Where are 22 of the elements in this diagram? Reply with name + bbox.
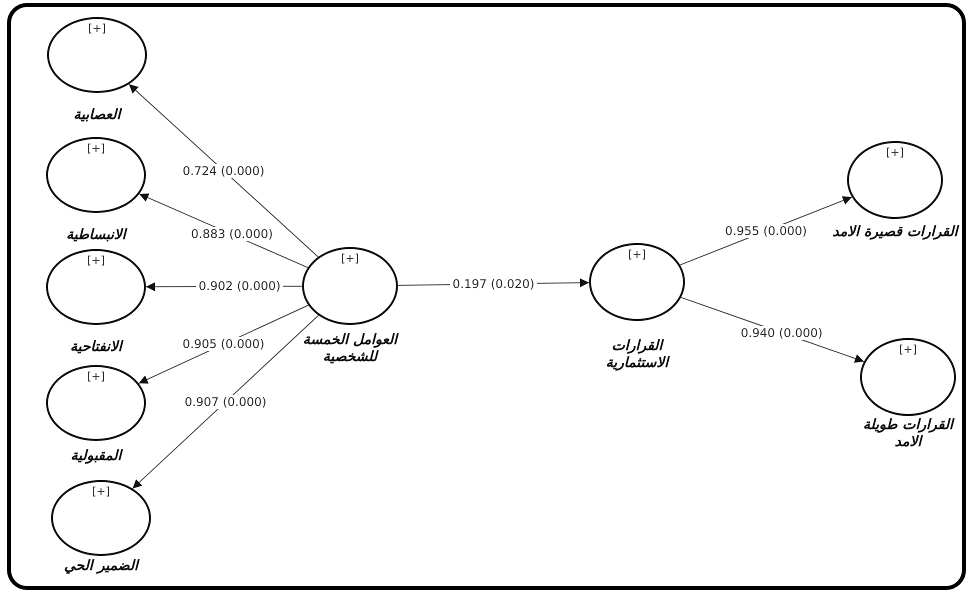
expand-marker: [+] bbox=[899, 343, 917, 356]
path-arrow bbox=[128, 84, 319, 258]
expand-marker: [+] bbox=[88, 22, 106, 35]
construct-label: الانبساطية bbox=[65, 227, 128, 244]
construct-label: المقبولية bbox=[70, 448, 124, 465]
expand-marker: [+] bbox=[92, 485, 110, 498]
construct-label: القرارات قصيرة الامد bbox=[831, 224, 960, 241]
expand-marker: [+] bbox=[628, 248, 646, 261]
construct-label: الضمير الحي bbox=[62, 558, 141, 575]
expand-marker: [+] bbox=[87, 142, 105, 155]
construct-label: الانفتاحية bbox=[69, 339, 124, 356]
construct-label: العصابية bbox=[72, 107, 124, 124]
expand-marker: [+] bbox=[87, 254, 105, 267]
construct-label: العوامل الخمسة للشخصية bbox=[302, 332, 400, 366]
construct-label: القرارات طويلة الامد bbox=[862, 417, 956, 451]
expand-marker: [+] bbox=[886, 146, 904, 159]
expand-marker: [+] bbox=[341, 252, 359, 265]
edge-label: 0.197 (0.020) bbox=[450, 277, 538, 291]
edge-label: 0.902 (0.000) bbox=[196, 279, 284, 294]
construct-label: القرارات الاستثمارية bbox=[604, 338, 671, 372]
path-arrow bbox=[132, 314, 319, 490]
expand-marker: [+] bbox=[87, 370, 105, 383]
